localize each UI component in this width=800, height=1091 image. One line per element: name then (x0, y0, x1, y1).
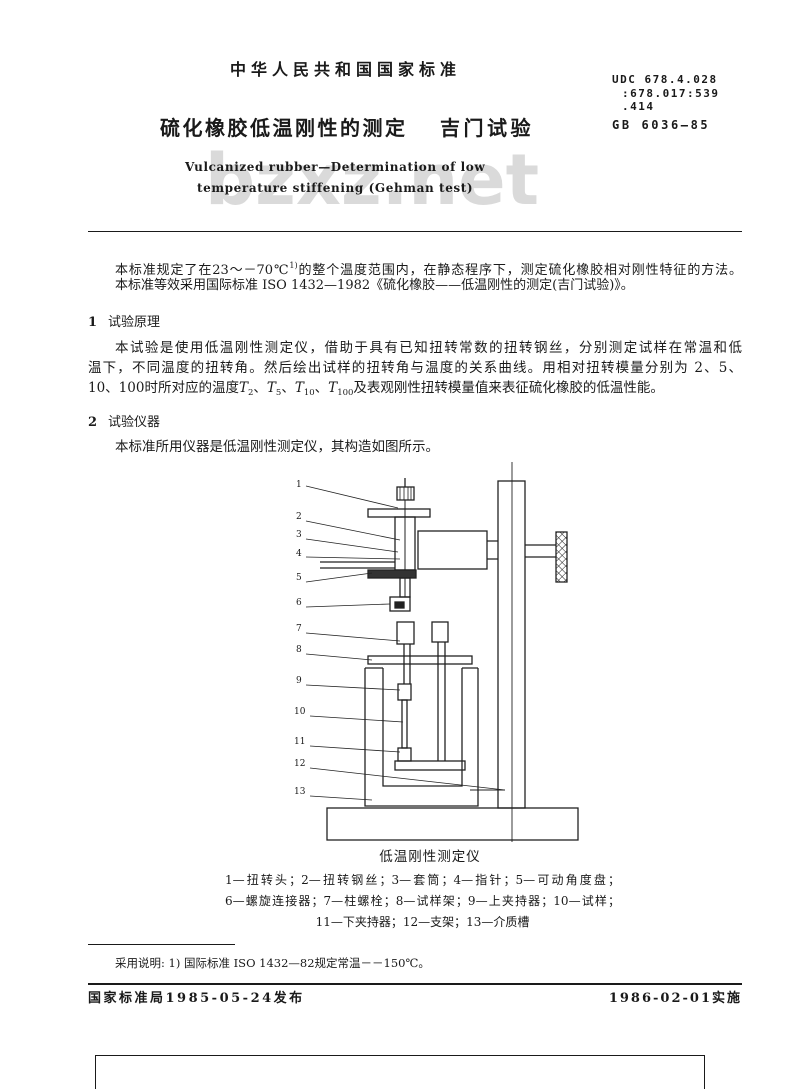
leader-line-1 (305, 485, 399, 509)
title-chinese-sub: 吉门试验 (440, 116, 534, 140)
udc-code-line-3: .414 (622, 100, 655, 113)
figure-legend-line-1: 1—扭转头；2—扭转钢丝；3—套筒；4—指针；5—可动角度盘； (225, 873, 620, 887)
figure-caption: 低温刚性测定仪 (379, 849, 481, 865)
stud-bolt-right (431, 621, 449, 643)
temperature-t2: T2 (238, 380, 254, 398)
screw-connector-core (394, 601, 405, 609)
torsion-head (367, 508, 431, 518)
leader-line-4 (305, 556, 401, 560)
holder-platform (394, 760, 466, 771)
gb-standard-number: GB 6036—85 (612, 118, 711, 132)
part-label-13: 13 (294, 787, 306, 797)
leader-line-3 (305, 538, 399, 553)
principle-line-3-post: 及表观刚性扭转模量值来表征硫化橡胶的低温性能。 (353, 380, 664, 396)
section-number: 1 (88, 315, 98, 330)
base-plate (326, 807, 579, 841)
part-label-12: 12 (294, 759, 305, 769)
specimen-rack (367, 655, 473, 665)
watermark: bzxz.net (205, 139, 540, 221)
intro-text-b: 的整个温度范围内，在静态程序下，测定硫化橡胶相对刚性特征的方法。 (297, 263, 742, 278)
udc-code-line-2: :678.017:539 (622, 87, 720, 100)
section-heading-principle: 1 试验原理 (88, 314, 160, 331)
part-label-6: 6 (296, 598, 302, 608)
section-heading-apparatus: 2 试验仪器 (88, 414, 160, 431)
leader-line-10 (309, 715, 404, 723)
part-label-11: 11 (294, 737, 305, 747)
pointer (320, 561, 395, 569)
principle-line-3: 10、100时所对应的温度T2、T5、T10、T100及表观刚性扭转模量值来表征… (88, 380, 664, 402)
rack-rods (403, 642, 446, 761)
section-title: 试验原理 (108, 315, 161, 330)
intro-paragraph-2: 本标准等效采用国际标准 ISO 1432—1982《硫化橡胶——低温刚性的测定(… (115, 278, 634, 293)
separator: 、 (314, 380, 329, 396)
issue-date: 国家标准局1985-05-24发布 (88, 991, 305, 1006)
part-label-1: 1 (296, 480, 302, 490)
leader-line-9 (305, 684, 401, 691)
temperature-t5: T5 (266, 380, 282, 398)
leader-line-7 (305, 632, 401, 642)
footnote: 采用说明: 1) 国际标准 ISO 1432—82规定常温－－150℃。 (115, 956, 430, 970)
leader-line-13 (309, 795, 373, 801)
specimen (401, 699, 408, 749)
separator: 、 (253, 380, 267, 396)
principle-line-1: 本试验是使用低温刚性测定仪，借助于具有已知扭转常数的扭转钢丝，分别测定试样在常温… (115, 340, 742, 356)
stud-bolt-left (396, 621, 415, 645)
leader-line-6 (305, 603, 391, 608)
part-label-8: 8 (296, 645, 302, 655)
lower-holder (397, 747, 412, 762)
effective-date: 1986-02-01实施 (608, 991, 742, 1006)
support-column (497, 480, 526, 809)
leader-line-2 (305, 520, 401, 541)
footnote-reference: 1) (289, 261, 298, 270)
part-label-4: 4 (296, 549, 302, 559)
temperature-t100: T100 (328, 380, 354, 398)
principle-line-2: 温下，不同温度的扭转角。然后绘出试样的扭转角与温度的关系曲线。用相对扭转模量分别… (88, 360, 742, 376)
part-label-5: 5 (296, 573, 302, 583)
next-page-frame (95, 1055, 705, 1089)
torsion-head-nut (396, 486, 415, 501)
part-label-2: 2 (296, 512, 302, 522)
support-arm (417, 530, 488, 570)
title-english-line-2: temperature stiffening (Gehman test) (197, 181, 474, 195)
section-title: 试验仪器 (108, 415, 161, 430)
medium-tank (364, 667, 479, 807)
issuing-authority: 中华人民共和国国家标准 (230, 60, 462, 79)
section-number: 2 (88, 415, 98, 430)
udc-code-line-1: UDC 678.4.028 (612, 73, 718, 86)
intro-text-a: 本标准规定了在23～－70℃ (115, 263, 290, 278)
footnote-divider (88, 944, 235, 945)
header-divider (88, 231, 742, 232)
support-arm-connector (487, 540, 498, 560)
figure-legend-line-3: 11—下夹持器；12—支架；13—介质槽 (315, 915, 530, 929)
leader-line-5 (305, 572, 373, 583)
principle-line-3-pre: 10、100时所对应的温度 (88, 380, 239, 396)
title-chinese-main: 硫化橡胶低温刚性的测定 (160, 116, 408, 140)
footer-divider (88, 983, 742, 985)
clamp-knob (555, 531, 568, 583)
part-label-10: 10 (294, 707, 306, 717)
upper-holder (397, 683, 412, 701)
leader-line-8 (305, 653, 373, 661)
intro-paragraph-1: 本标准规定了在23～－70℃1)的整个温度范围内，在静态程序下，测定硫化橡胶相对… (115, 257, 742, 278)
leader-line-11 (309, 745, 401, 753)
part-label-3: 3 (296, 530, 302, 540)
separator: 、 (281, 380, 295, 396)
movable-dial (367, 569, 417, 579)
apparatus-diagram: 1 2 3 4 5 6 7 8 9 10 11 12 13 (294, 462, 579, 842)
leader-line-12 (309, 767, 506, 791)
title-english-line-1: Vulcanized rubber—Determination of low (185, 160, 486, 174)
clamp-screw (525, 544, 556, 558)
figure-legend-line-2: 6—螺旋连接器；7—柱螺栓；8—试样架；9—上夹持器；10—试样； (225, 894, 620, 908)
apparatus-line-1: 本标准所用仪器是低温刚性测定仪，其构造如图所示。 (115, 439, 439, 455)
temperature-t10: T10 (294, 380, 315, 398)
torsion-head-nut-hatch (399, 487, 412, 500)
part-label-7: 7 (296, 624, 302, 634)
part-label-9: 9 (296, 676, 302, 686)
